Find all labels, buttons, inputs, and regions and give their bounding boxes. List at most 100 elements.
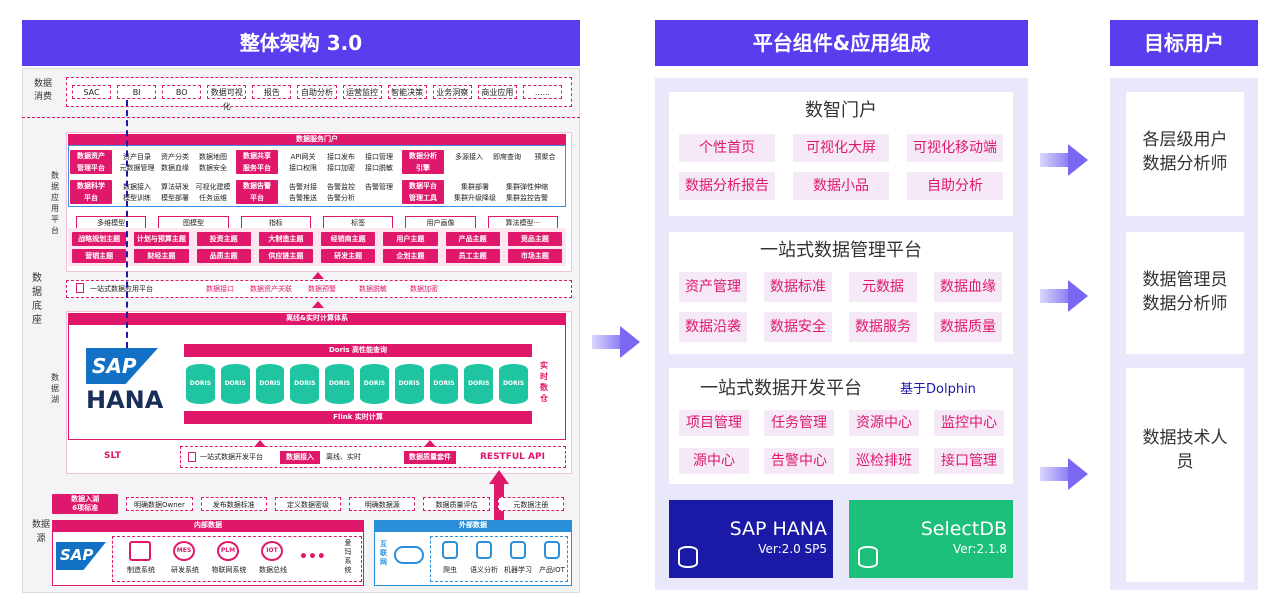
- service-item: 预聚合: [534, 153, 556, 161]
- sap-logo: SAP: [86, 348, 158, 384]
- service-item: 任务运维: [199, 194, 227, 202]
- service-item: 数据安全: [199, 164, 227, 172]
- external-item: 机器学习: [504, 566, 532, 574]
- mgmt-item: 数据质量: [934, 312, 1002, 342]
- consume-item: BI: [117, 85, 157, 99]
- standard-item: 数据质量评估: [423, 497, 490, 511]
- mgmt-item: 数据服务: [849, 312, 917, 342]
- internal-item: 物联网系统: [211, 566, 247, 574]
- mgmt-item: 数据安全: [764, 312, 832, 342]
- model-tab: 多维模型: [76, 216, 147, 228]
- service-portal-bar: 数据服务门户: [68, 134, 566, 145]
- dev-item: 任务管理: [764, 410, 834, 436]
- one-stop-app-item: 数据预警: [308, 285, 336, 293]
- arrow-head-icon: [1068, 458, 1088, 490]
- mgmt-item: 数据标准: [764, 272, 832, 302]
- user-group-label: 各层级用户 数据分析师: [1142, 130, 1228, 174]
- dev-item: 接口管理: [934, 448, 1004, 474]
- topic-chip: 品质主题: [196, 249, 251, 263]
- topic-chip: 市场主题: [507, 249, 562, 263]
- users-groups: 各层级用户 数据分析师数据管理员 数据分析师数据技术人 员: [1126, 92, 1244, 582]
- standard-item: 发布数据标准: [200, 497, 267, 511]
- iot-icon: [544, 541, 560, 559]
- doris-node-label: DORIS: [468, 380, 490, 387]
- arrow-icon: [1040, 467, 1070, 481]
- topic-chip: 供应链主题: [258, 249, 313, 263]
- dev-items: 项目管理任务管理资源中心监控中心源中心告警中心巡检排班接口管理: [679, 410, 1004, 478]
- internal-box: [52, 531, 364, 586]
- topic-chip: 财经主题: [134, 249, 189, 263]
- up-arrow-3: [254, 440, 266, 447]
- service-item: 告警管理: [365, 183, 393, 191]
- platform-title: 平台组件&应用组成: [655, 20, 1028, 66]
- topic-chip: 经销商主题: [321, 232, 376, 246]
- hana-text: HANA: [86, 386, 164, 414]
- offline-realtime: 离线、实时: [326, 453, 361, 461]
- doris-node-label: DORIS: [224, 380, 246, 387]
- source-sap-text: SAP: [60, 546, 94, 564]
- up-arrow-2: [312, 301, 324, 308]
- service-portal-box: [68, 145, 566, 207]
- service-item: 即席查询: [493, 153, 521, 161]
- doris-node: DORIS: [325, 364, 354, 404]
- portal-item: 个性首页: [679, 134, 775, 162]
- db-selectdb-name: SelectDB: [920, 518, 1007, 540]
- one-stop-app-item: 数据加密: [410, 285, 438, 293]
- dev-note: 基于Dolphin: [900, 382, 976, 397]
- arrow-icon: [1040, 153, 1070, 167]
- mgmt-title: 一站式数据管理平台: [760, 240, 922, 261]
- user-group-card: 数据技术人 员: [1126, 368, 1244, 582]
- lake-label: 数 据 湖: [51, 373, 59, 404]
- dev-item: 源中心: [679, 448, 749, 474]
- data-access-chip: 数据接入: [280, 451, 320, 464]
- service-item: 集群监控告警: [506, 194, 548, 202]
- external-box: [374, 531, 572, 586]
- services: 数据资产 管理平台资产目录资产分类数据地图元数据管理数据血缘数据安全数据共享 服…: [70, 148, 564, 206]
- dev-item: 监控中心: [934, 410, 1004, 436]
- slt-label: SLT: [104, 451, 121, 461]
- consume-item: 智能决策: [387, 85, 427, 99]
- realtime-label: 实 时 数 仓: [540, 361, 548, 403]
- one-stop-app-item: 数据脱敏: [359, 285, 387, 293]
- internal-item: 制造系统: [127, 566, 155, 574]
- service-name: 数据共享 服务平台: [236, 150, 278, 174]
- nlp-icon: [476, 541, 492, 559]
- topic-chip: 研发主题: [321, 249, 376, 263]
- doris-node-label: DORIS: [433, 380, 455, 387]
- doris-node-label: DORIS: [502, 380, 525, 387]
- base-label: 数 据 底 座: [32, 273, 42, 326]
- service-item: API网关: [290, 153, 316, 161]
- doris-node-label: DORIS: [189, 380, 212, 387]
- doris-node: DORIS: [394, 364, 424, 404]
- doc-icon: [76, 283, 84, 293]
- portal-items: 个性首页可视化大屏可视化移动端数据分析报告数据小品自助分析: [679, 134, 1003, 204]
- divider: [22, 117, 580, 118]
- dev-item: 项目管理: [679, 410, 749, 436]
- restful-arrow-head: [489, 470, 509, 484]
- arch-title: 整体架构 3.0: [22, 20, 580, 66]
- more-systems: 爱 玛 系 统: [344, 539, 352, 574]
- service-item: 多源接入: [455, 153, 483, 161]
- mgmt-item: 数据沿袭: [679, 312, 747, 342]
- standard-item: 明确数据Owner: [126, 497, 193, 511]
- doris-node-label: DORIS: [363, 380, 386, 387]
- portal-item: 数据小品: [793, 172, 889, 200]
- dev-platform-name: 一站式数据开发平台: [200, 453, 263, 461]
- compute-bar: 离线&实时计算体系: [68, 313, 566, 324]
- user-group-label: 数据技术人 员: [1142, 428, 1228, 472]
- dev-item: 巡检排班: [849, 448, 919, 474]
- cloud-icon: [394, 546, 424, 564]
- external-title: 外部数据: [374, 520, 572, 531]
- dev-item: 告警中心: [764, 448, 834, 474]
- database-icon: [858, 546, 878, 568]
- model-tab: 标签: [323, 216, 394, 228]
- consume-item: ......: [522, 85, 562, 99]
- portal-item: 数据分析报告: [679, 172, 775, 200]
- service-item: 告警对接: [289, 183, 317, 191]
- one-stop-app-item: 数据接口: [206, 285, 234, 293]
- dev-platform-box: [180, 446, 566, 468]
- consume-item: 报告: [252, 85, 292, 99]
- standard-item: 明确数据源: [349, 497, 416, 511]
- external-item: 语义分析: [470, 566, 498, 574]
- plm-icon: PLM: [217, 541, 239, 561]
